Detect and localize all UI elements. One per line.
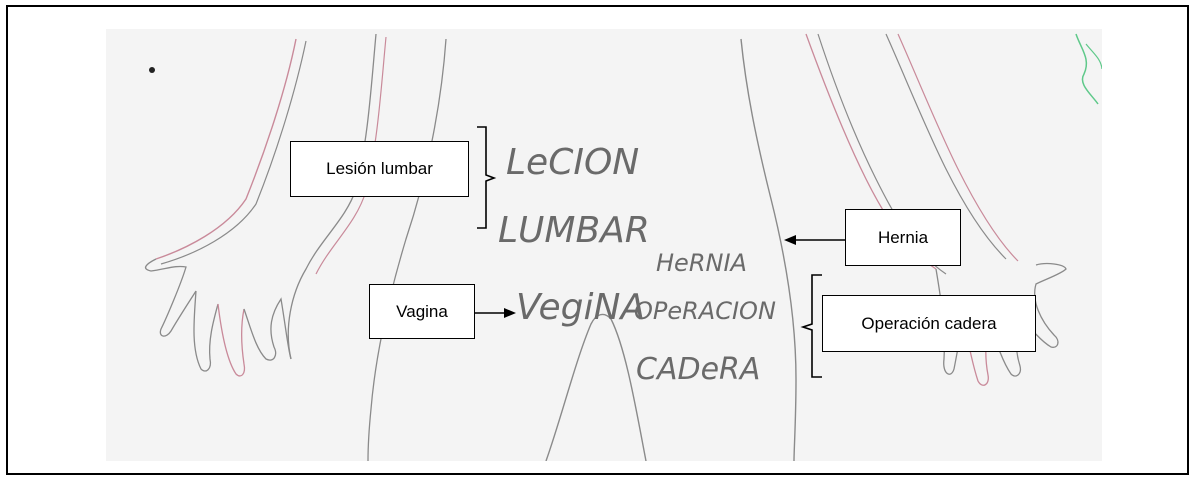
operacion-cadera-bracket: [803, 275, 822, 377]
lesion-lumbar-bracket: [477, 127, 494, 228]
label-lesion-lumbar: Lesión lumbar: [290, 141, 469, 197]
hernia-arrowhead: [784, 235, 796, 245]
label-vagina: Vagina: [369, 284, 475, 339]
vagina-arrowhead: [504, 308, 516, 318]
label-operacion-cadera: Operación cadera: [822, 295, 1036, 352]
label-hernia: Hernia: [845, 209, 961, 266]
